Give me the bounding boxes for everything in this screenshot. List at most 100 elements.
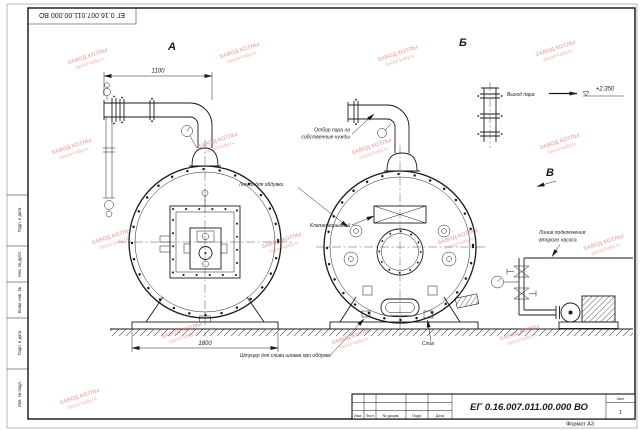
fitting-square	[362, 285, 373, 296]
sludge-label: Штуцер для слива шлама при обдувке	[240, 353, 331, 359]
annotation-pump-line: Линия подключения второго насоса	[538, 230, 586, 257]
annotation-drain: Слив	[422, 319, 434, 347]
valve-icon	[513, 287, 530, 300]
corner-doc-number: ЕГ 0.16.007.011.00.000 ВО	[38, 11, 124, 18]
pump-base	[558, 321, 619, 329]
annotation-steam-outlet: Выход пара	[507, 91, 578, 98]
margin-field: Инв. № подл.	[17, 381, 22, 407]
elevation-mark	[582, 91, 590, 97]
corner-stamp-box	[27, 7, 137, 25]
tb-sheet-value: 1	[619, 410, 622, 416]
explosion-valve-label: Клапан взрывной	[310, 222, 351, 229]
safety-valve	[103, 88, 111, 96]
pressure-gauge-icon	[181, 125, 193, 137]
burner-center	[204, 252, 207, 254]
blow-hatches-label: Лючки для обдувки	[238, 182, 284, 188]
dome	[191, 147, 219, 167]
pressure-gauge-icon	[377, 128, 387, 138]
tb-col-izm: Изм.	[354, 414, 362, 418]
pressure-gauge-icon	[491, 275, 504, 289]
pump-shaft	[568, 310, 573, 315]
tb-col-data: Дата	[436, 414, 445, 418]
flange-bolts	[130, 167, 280, 317]
saddle-support	[246, 296, 265, 323]
steam-pipe-a	[103, 82, 221, 218]
floor-drain	[454, 293, 480, 309]
feed-pump-assembly	[454, 257, 633, 329]
pump-line-label: Линия подключения	[538, 230, 586, 236]
dim-text: 1100	[152, 69, 166, 75]
blow-hatch	[437, 224, 451, 238]
base-frame	[329, 321, 479, 330]
title-doc-number: ЕГ 0.16.007.011.00.000 ВО	[470, 402, 589, 413]
own-needs-label2: собственные нужды	[301, 135, 350, 141]
igniter-port	[202, 260, 209, 268]
bottom-manhole-inner	[385, 302, 415, 313]
sight-glass	[441, 251, 457, 267]
door-lug	[220, 243, 228, 254]
margin-labels: Подп. и дата Инв. № дубл. Взам. инв. № П…	[17, 207, 22, 407]
peephole	[202, 233, 209, 240]
boiler-flange	[329, 176, 471, 318]
central-manhole-inner	[381, 233, 419, 271]
blow-hatch	[349, 224, 363, 238]
corner-stamp: ЕГ 0.16.007.011.00.000 ВО	[27, 7, 137, 25]
flange-bolts	[325, 172, 475, 322]
margin-field: Подп. и дата	[17, 207, 22, 232]
level-gauge-cock	[105, 210, 113, 218]
format-label: Формат А3	[566, 422, 594, 428]
paper-edge	[6, 3, 638, 429]
door-lug	[183, 243, 191, 254]
drain-label: Слив	[422, 341, 434, 347]
blow-hatch-center	[353, 228, 359, 234]
level-gauge	[104, 200, 114, 210]
top-fitting	[201, 189, 209, 197]
saddle-support	[339, 296, 357, 323]
fitting-square	[427, 285, 438, 296]
boiler-front-view-a	[103, 82, 282, 330]
burner-plate	[189, 227, 222, 270]
explosion-valve	[373, 205, 427, 224]
margin-field: Взам. инв. №	[17, 287, 22, 313]
door-hinge	[159, 235, 171, 243]
own-needs-label: Отбор пара на	[314, 128, 350, 134]
bottom-manhole	[380, 298, 420, 317]
gost-frame: ЕГ 0.16.007.011.00.000 ВО Подп. и дата И…	[6, 3, 638, 429]
boiler-flange	[134, 171, 276, 313]
dimension-1800: 1800	[131, 332, 279, 352]
valve-icon	[513, 265, 530, 278]
dome	[386, 152, 418, 172]
tb-col-podp: Подп.	[412, 414, 422, 418]
sight-glass	[343, 251, 359, 267]
sight-glass-center	[348, 256, 354, 262]
inner-frame	[27, 7, 636, 420]
safety-valve-top	[104, 82, 110, 88]
dim-text: 1800	[198, 341, 212, 347]
pump-line-label2: второго насоса	[539, 238, 577, 244]
saddle-support	[443, 296, 461, 323]
view-b-label: Б	[459, 37, 467, 49]
annotation-own-needs: Отбор пара на собственные нужды	[301, 113, 375, 141]
tb-col-doc: № докум.	[383, 414, 400, 418]
tb-col-list: Лист	[366, 414, 375, 418]
central-manhole	[376, 228, 424, 276]
steam-outlet-label: Выход пара	[507, 92, 535, 98]
peephole-box	[196, 230, 215, 243]
view-v-arrow	[536, 180, 557, 187]
annotation-elevation: +2.350	[582, 87, 624, 97]
steam-outlet-assembly	[477, 87, 503, 142]
annotation-blow-hatches: Лючки для обдувки	[238, 182, 349, 228]
margin-field: Инв. № дубл.	[17, 251, 22, 277]
electric-motor	[581, 295, 616, 323]
annotation-sludge: Штуцер для слива шлама при обдувке	[240, 318, 365, 359]
sludge-stub	[361, 310, 371, 318]
title-block: Изм. Лист № докум. Подп. Дата ЕГ 0.16.00…	[351, 393, 636, 428]
annotation-explosion-valve: Клапан взрывной	[310, 215, 375, 229]
margin-field: Подп. и дата	[17, 330, 22, 355]
door-hinge	[159, 245, 171, 253]
front-door-inner	[175, 211, 235, 273]
view-a-label: А	[167, 41, 176, 53]
manhole-bolts	[378, 230, 422, 274]
margin-column	[7, 194, 28, 370]
